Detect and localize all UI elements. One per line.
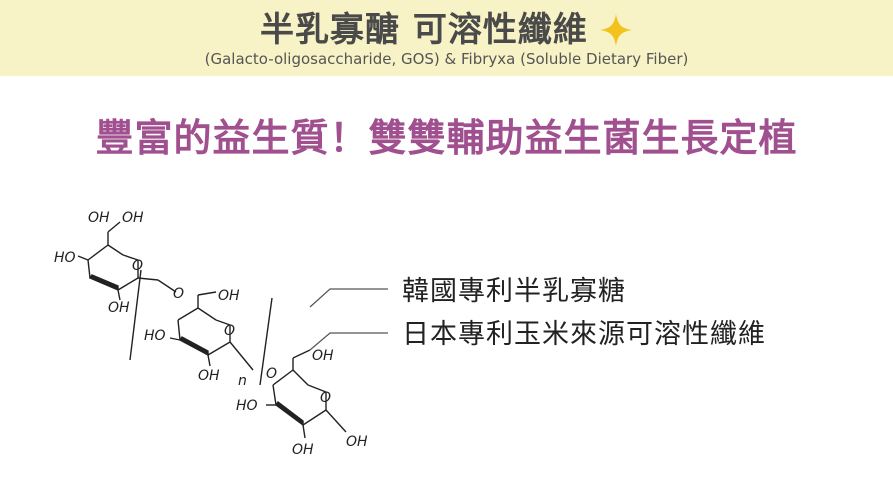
- feature-text-fiber: 日本專利玉米來源可溶性纖維: [402, 319, 766, 350]
- ring-oxygen-label: O: [320, 390, 331, 406]
- gos-molecule-structure: OH OH HO O OH O OH HO O OH n O OH HO O O…: [54, 210, 368, 458]
- ho-label: HO: [54, 250, 76, 266]
- glycosidic-oxygen-label: O: [173, 286, 184, 302]
- ho-label: HO: [236, 398, 258, 414]
- oh-label: OH: [312, 348, 334, 364]
- ring-oxygen-label: O: [132, 258, 143, 274]
- oh-label: OH: [88, 210, 110, 226]
- oh-label: OH: [122, 210, 144, 226]
- header-title-row: 半乳寡醣 可溶性纖維: [0, 8, 893, 52]
- oh-label: OH: [218, 288, 240, 304]
- oh-label: OH: [198, 368, 220, 384]
- ho-label: HO: [144, 328, 166, 344]
- header-band: [0, 0, 893, 76]
- oh-label: OH: [292, 442, 314, 458]
- repeat-n-label: n: [238, 373, 247, 389]
- ring-oxygen-label: O: [224, 323, 235, 339]
- page-title: 半乳寡醣 可溶性纖維: [260, 10, 588, 50]
- glycosidic-oxygen-label: O: [266, 366, 277, 382]
- oh-label: OH: [108, 300, 130, 316]
- headline: 豐富的益生質！雙雙輔助益生菌生長定植: [95, 116, 798, 160]
- four-point-star-icon: [599, 14, 632, 46]
- oh-label: OH: [346, 434, 368, 450]
- callout-lines: [309, 288, 388, 351]
- header-subtitle: (Galacto-oligosaccharide, GOS) & Fibryxa…: [204, 50, 689, 68]
- feature-text-gos: 韓國專利半乳寡糖: [402, 276, 626, 307]
